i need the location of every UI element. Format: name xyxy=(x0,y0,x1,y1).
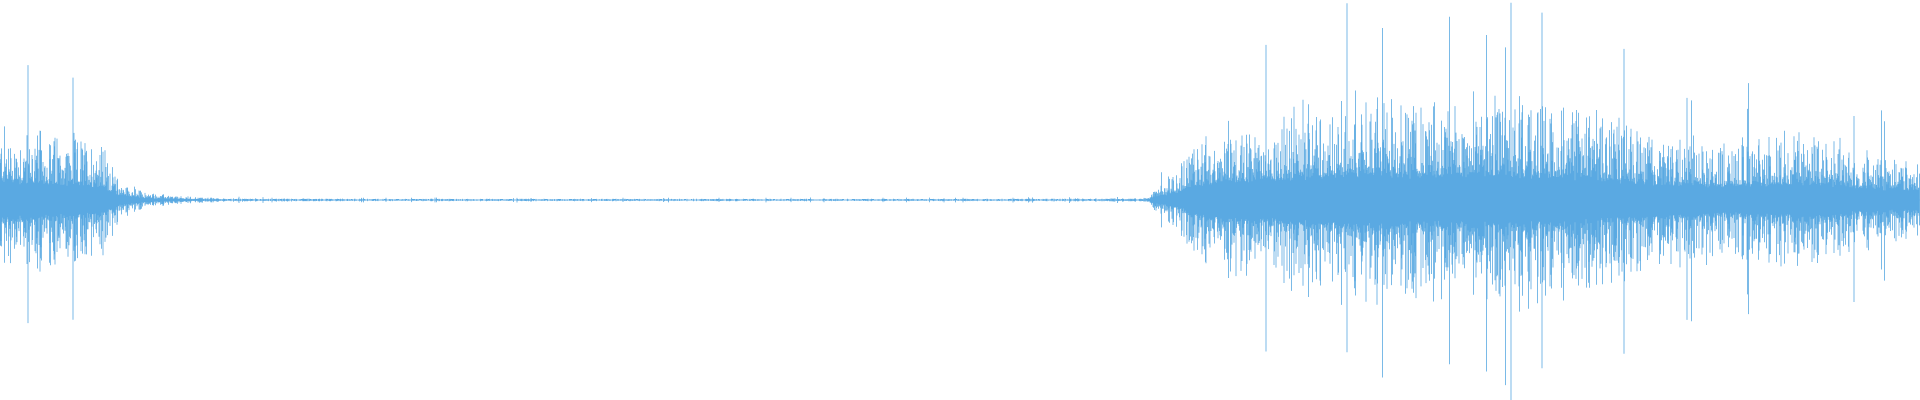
waveform-samples xyxy=(0,2,1920,400)
waveform-path xyxy=(0,2,1920,400)
waveform-svg xyxy=(0,2,1920,400)
audio-waveform xyxy=(0,2,1920,400)
